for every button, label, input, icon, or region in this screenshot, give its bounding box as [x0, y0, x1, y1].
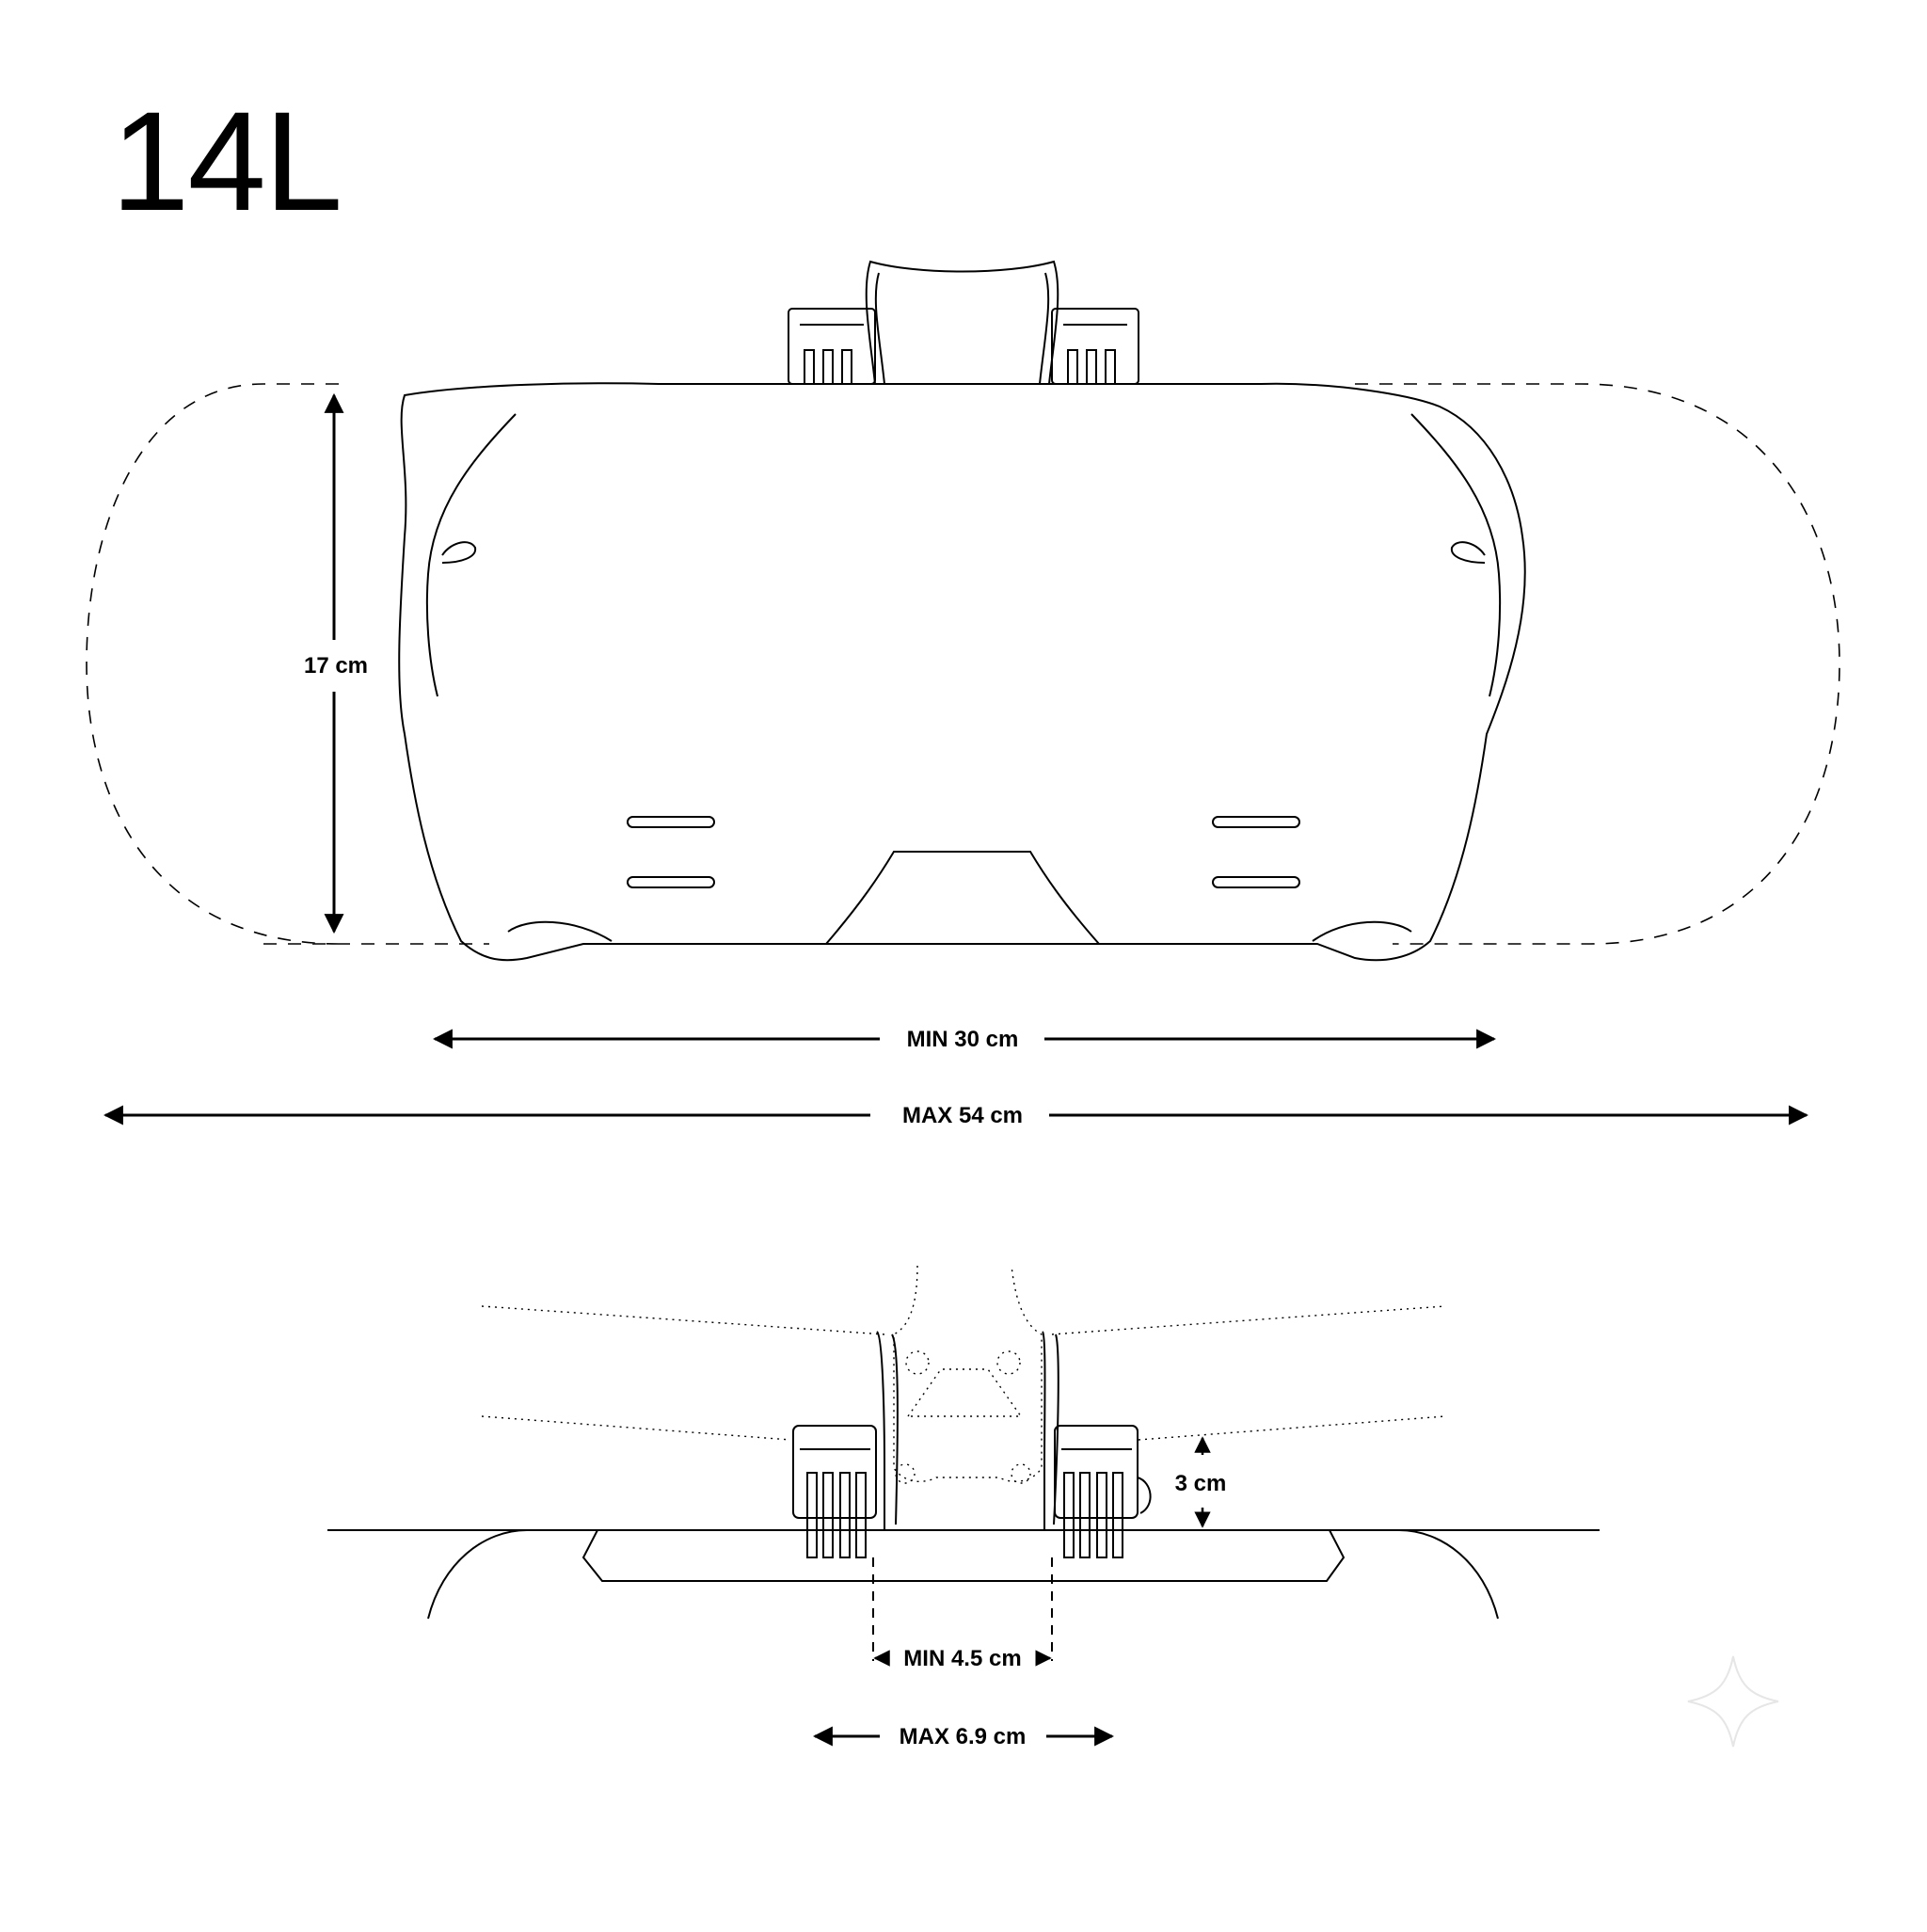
height-dimension: 17 cm: [304, 392, 368, 934]
stem-outline: [893, 1265, 1043, 1483]
slot: [1212, 876, 1300, 888]
max-length-label: MAX 54 cm: [902, 1103, 1023, 1128]
max-extension-outline: [86, 383, 1840, 945]
mount-height-dimension: 3 cm: [1175, 1436, 1227, 1528]
clip-left: [788, 308, 876, 385]
mount-clip-left: [792, 1331, 899, 1558]
min-length-label: MIN 30 cm: [907, 1027, 1019, 1052]
mount-max-width-dimension: MAX 6.9 cm: [812, 1724, 1115, 1749]
bag-body: [398, 382, 1526, 962]
mount-height-label: 3 cm: [1175, 1471, 1227, 1496]
mount-min-width-label: MIN 4.5 cm: [903, 1646, 1021, 1671]
max-length-dimension: MAX 54 cm: [103, 1103, 1809, 1128]
mount-front-view: [327, 1265, 1600, 1661]
bottom-notch: [825, 851, 1100, 945]
mount-clip-right: [1042, 1331, 1152, 1558]
mount-min-width-dimension: MIN 4.5 cm: [873, 1646, 1052, 1671]
sparkle-icon: [1687, 1655, 1779, 1748]
bag-side-view: [86, 260, 1840, 962]
min-length-dimension: MIN 30 cm: [432, 1027, 1497, 1052]
mount-plate: [581, 1529, 1346, 1582]
mount-max-width-label: MAX 6.9 cm: [900, 1724, 1027, 1749]
clip-right: [1051, 308, 1139, 385]
capacity-title: 14L: [111, 82, 342, 240]
handle: [865, 260, 1059, 385]
height-label: 17 cm: [304, 653, 368, 679]
slot: [627, 876, 715, 888]
slot: [627, 816, 715, 828]
slot: [1212, 816, 1300, 828]
